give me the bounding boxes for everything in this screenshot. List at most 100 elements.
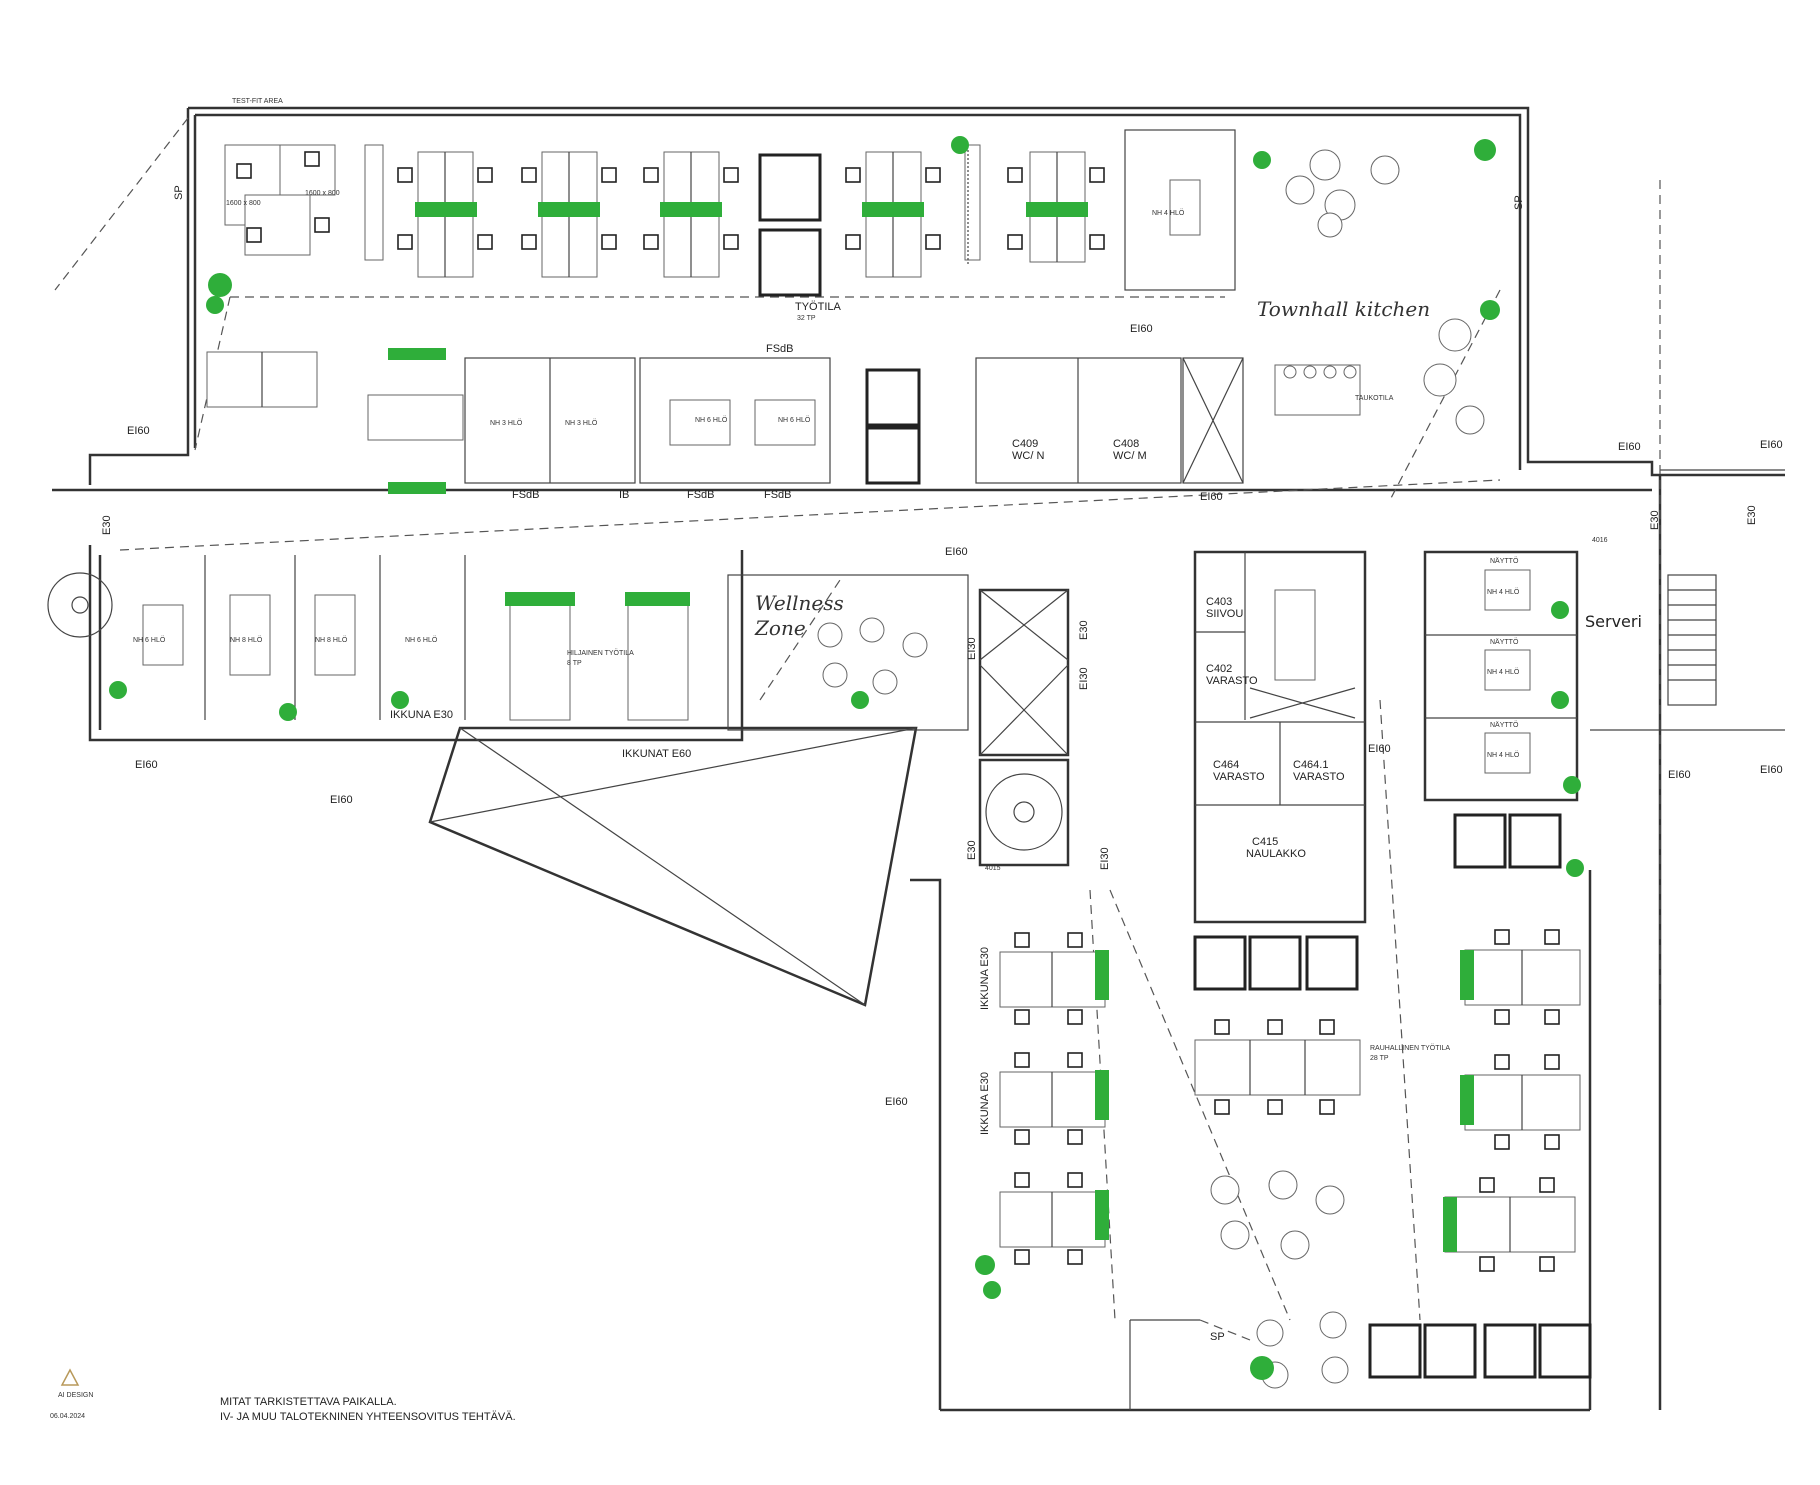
marker-ikkuna-e30: IKKUNA E30 [979, 947, 991, 1010]
note-line-1: MITAT TARKISTETTAVA PAIKALLA. [220, 1396, 397, 1408]
room-label-nh3-b: NH 3 HLÖ [565, 419, 598, 427]
core-elevators: EI30 E30 EI30 E30 EI30 EI60 4015 [945, 546, 1111, 872]
room-label-nh6-left: NH 6 HLÖ [133, 636, 166, 644]
right-stair: EI60 EI60 [1667, 574, 1783, 781]
room-label-nh4-top: NH 4 HLÖ [1152, 209, 1185, 217]
right-meeting-rooms: NH 4 HLÖ NH 4 HLÖ NH 4 HLÖ NÄYTTÖ NÄYTTÖ… [1423, 550, 1642, 802]
marker-fsdb: FSdB [512, 489, 540, 501]
phone-booth [865, 426, 921, 485]
storage-rooms: C403 SIIVOU C402 VARASTO C464 VARASTO C4… [1193, 550, 1391, 924]
footer-notes: MITAT TARKISTETTAVA PAIKALLA. IV- JA MUU… [220, 1396, 516, 1423]
room-name-c403: SIIVOU [1206, 608, 1243, 620]
meeting-rooms-row2: NH 3 HLÖ NH 3 HLÖ NH 6 HLÖ NH 6 HLÖ C409… [206, 348, 1244, 494]
wellness-zone-label-1: Wellness [755, 591, 844, 615]
phone-booth [1368, 1323, 1422, 1379]
marker-code: 4015 [985, 865, 1001, 872]
room-label-nh8-b: NH 8 HLÖ [315, 636, 348, 644]
room-name-c409: WC/ N [1012, 450, 1044, 462]
marker-ei60: EI60 [1760, 439, 1783, 451]
marker-ei30: EI30 [1078, 667, 1090, 690]
chairs [236, 151, 1105, 250]
phone-booth [1423, 1323, 1477, 1379]
room-code-c4641: C464.1 [1293, 759, 1328, 771]
wellness-zone: Wellness Zone [727, 574, 969, 731]
desk-size-label: 1600 x 800 [305, 190, 340, 197]
marker-ib: IB [619, 489, 629, 501]
chairs-lower [1014, 929, 1560, 1272]
marker-fsdb: FSdB [766, 343, 794, 355]
room-label-nh4-r2: NH 4 HLÖ [1487, 668, 1520, 676]
bench [964, 144, 981, 261]
townhall-kitchen-label: Townhall kitchen [1257, 297, 1430, 321]
room-code-c415: C415 [1252, 836, 1278, 848]
phone-booth [1453, 813, 1507, 869]
marker-sp: SP [1513, 195, 1525, 210]
naytto-label: NÄYTTÖ [1490, 557, 1519, 565]
room-label-nh8-a: NH 8 HLÖ [230, 636, 263, 644]
room-nh4-top: NH 4 HLÖ [1124, 129, 1236, 291]
phone-booth [865, 368, 921, 427]
tyotila-open-office: 1600 x 800 1600 x 800 [224, 144, 1105, 322]
plant-strip [415, 202, 477, 217]
naytto-label: NÄYTTÖ [1490, 721, 1519, 729]
brand-logo: AI DESIGN 06.04.2024 [50, 1368, 93, 1420]
plant-strip [538, 202, 600, 217]
serveri-label: Serveri [1585, 612, 1642, 631]
phone-booth [1248, 935, 1302, 991]
marker-ei60: EI60 [1668, 769, 1691, 781]
marker-ikkuna-e30: IKKUNA E30 [979, 1072, 991, 1135]
wellness-zone-label-2: Zone [754, 616, 806, 640]
marker-ei30: EI30 [966, 637, 978, 660]
hiljainen-capacity: 8 TP [567, 660, 582, 667]
marker-ei60: EI60 [127, 425, 150, 437]
tyotila-capacity: 32 TP [797, 315, 816, 322]
marker-ikkunat-e60: IKKUNAT E60 [622, 748, 691, 760]
phone-booth [1305, 935, 1359, 991]
plant-strip [660, 202, 722, 217]
phone-booth [1538, 1323, 1592, 1379]
marker-sp: SP [1210, 1331, 1225, 1343]
marker-e30: E30 [1649, 510, 1661, 530]
phone-booth [758, 228, 822, 297]
marker-ei60: EI60 [885, 1096, 908, 1108]
plant-strip [862, 202, 924, 217]
left-meeting-rooms: NH 6 HLÖ NH 8 HLÖ NH 8 HLÖ NH 6 HLÖ HILJ… [133, 555, 691, 806]
townhall-lounge: TAUKOTILA Townhall kitchen [1257, 149, 1485, 435]
marker-ei60: EI60 [1200, 491, 1223, 503]
phone-booth [1193, 935, 1247, 991]
desk [244, 194, 311, 256]
marker-ei60: EI60 [135, 759, 158, 771]
lower-office: IKKUNA E30 IKKUNA E30 EI60 RAUHALLINEN T… [885, 813, 1592, 1410]
marker-e30: E30 [101, 515, 113, 535]
marker-code: 4016 [1592, 537, 1608, 544]
room-code-c402: C402 [1206, 663, 1232, 675]
room-label-nh3-a: NH 3 HLÖ [490, 419, 523, 427]
brand-date: 06.04.2024 [50, 1413, 85, 1420]
phone-booth [1508, 813, 1562, 869]
phone-booth [1483, 1323, 1537, 1379]
circulation-lines [54, 117, 1661, 1341]
room-name-c464: VARASTO [1213, 771, 1265, 783]
plants [109, 136, 1584, 1380]
marker-ei60: EI60 [1130, 323, 1153, 335]
taukotila-label: TAUKOTILA [1355, 395, 1394, 402]
plant-strip [1026, 202, 1088, 217]
hiljainen-label: HILJAINEN TYÖTILA [567, 649, 634, 657]
tyotila-label: TYÖTILA [795, 301, 842, 313]
desk-size-label: 1600 x 800 [226, 200, 261, 207]
test-fit-area-label: TEST-FIT AREA [232, 98, 283, 105]
room-code-c464: C464 [1213, 759, 1239, 771]
marker-e30: E30 [966, 840, 978, 860]
row2-markers: FSdB FSdB IB FSdB FSdB EI60 EI60 EI60 EI… [101, 98, 1783, 544]
marker-ei30: EI30 [1099, 847, 1111, 870]
room-code-c408: C408 [1113, 438, 1139, 450]
marker-ikkuna-e30: IKKUNA E30 [390, 709, 453, 721]
naytto-label: NÄYTTÖ [1490, 638, 1519, 646]
marker-ei60: EI60 [1368, 743, 1391, 755]
marker-ei60: EI60 [330, 794, 353, 806]
room-name-c402: VARASTO [1206, 675, 1258, 687]
room-code-c409: C409 [1012, 438, 1038, 450]
room-label-nh4-r1: NH 4 HLÖ [1487, 588, 1520, 596]
rauhallinen-capacity: 28 TP [1370, 1055, 1389, 1062]
canopy [428, 726, 918, 1007]
